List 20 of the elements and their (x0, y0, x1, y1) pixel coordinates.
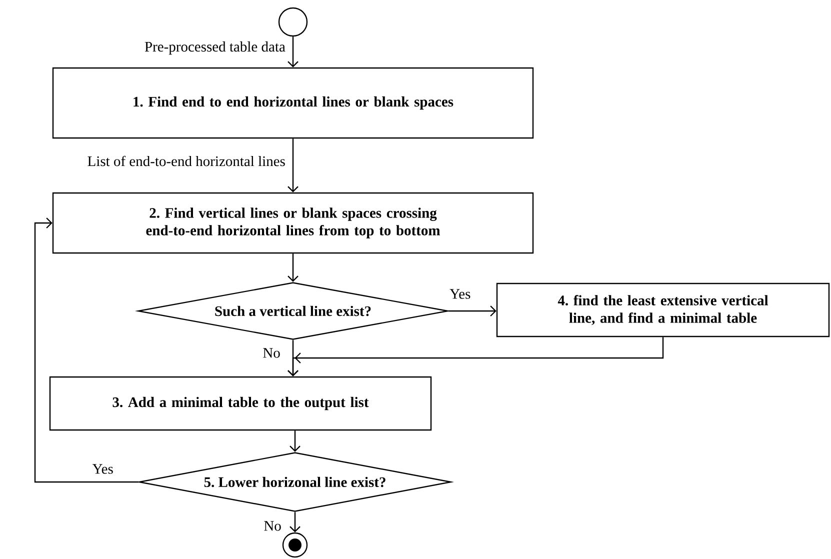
arrow (34, 218, 138, 483)
edge-label: Pre-processed table data (144, 40, 286, 56)
arrow (288, 254, 298, 282)
process-box: 2. Find vertical lines or blank spaces crossing end-to-end horizontal lines from top to bottom (52, 192, 534, 254)
process-box: 3. Add a minimal table to the output list (49, 376, 432, 431)
arrow (448, 306, 496, 316)
edge-label: No (262, 520, 282, 532)
arrow (288, 337, 664, 376)
arrow (290, 430, 300, 452)
edge-label: No (262, 347, 282, 359)
edge-label: Yes (91, 463, 114, 475)
arrow (288, 138, 298, 192)
edge-label: Yes (448, 288, 472, 300)
process-box: 4. find the least extensive vertical line, and find a minimal table (496, 282, 830, 338)
arrow (288, 36, 298, 68)
start-circle (278, 7, 308, 37)
arrow (290, 512, 300, 532)
edge-label: List of end-to-end horizontal lines (86, 154, 286, 168)
process-box: 1. Find end to end horizontal lines or blank spaces (52, 67, 534, 139)
end-marker (282, 532, 308, 558)
